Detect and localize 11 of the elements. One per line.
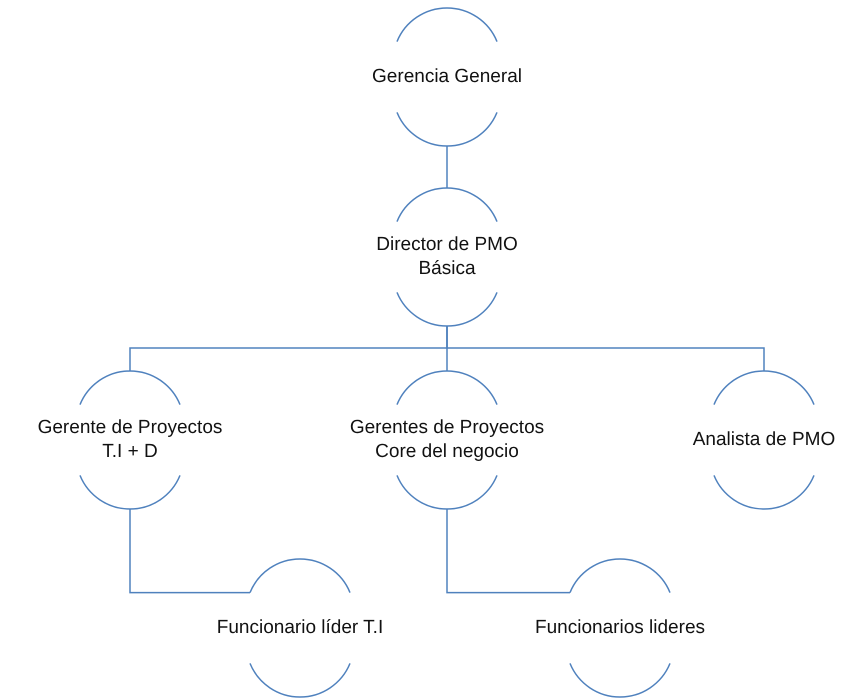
node-label: Funcionarios lideres xyxy=(534,616,706,640)
node-label: Funcionario líder T.I xyxy=(216,616,384,640)
connector-line xyxy=(129,509,250,594)
node-label: Gerencia General xyxy=(372,65,522,89)
node-label: Gerentes de Proyectos Core del negocio xyxy=(348,416,546,464)
connector-line xyxy=(446,146,448,188)
node-label: Analista de PMO xyxy=(692,428,836,452)
connector-line xyxy=(446,509,570,594)
connector-line xyxy=(446,326,765,371)
node-label: Director de PMO Básica xyxy=(375,233,519,281)
node-label: Gerente de Proyectos T.I + D xyxy=(36,416,224,464)
